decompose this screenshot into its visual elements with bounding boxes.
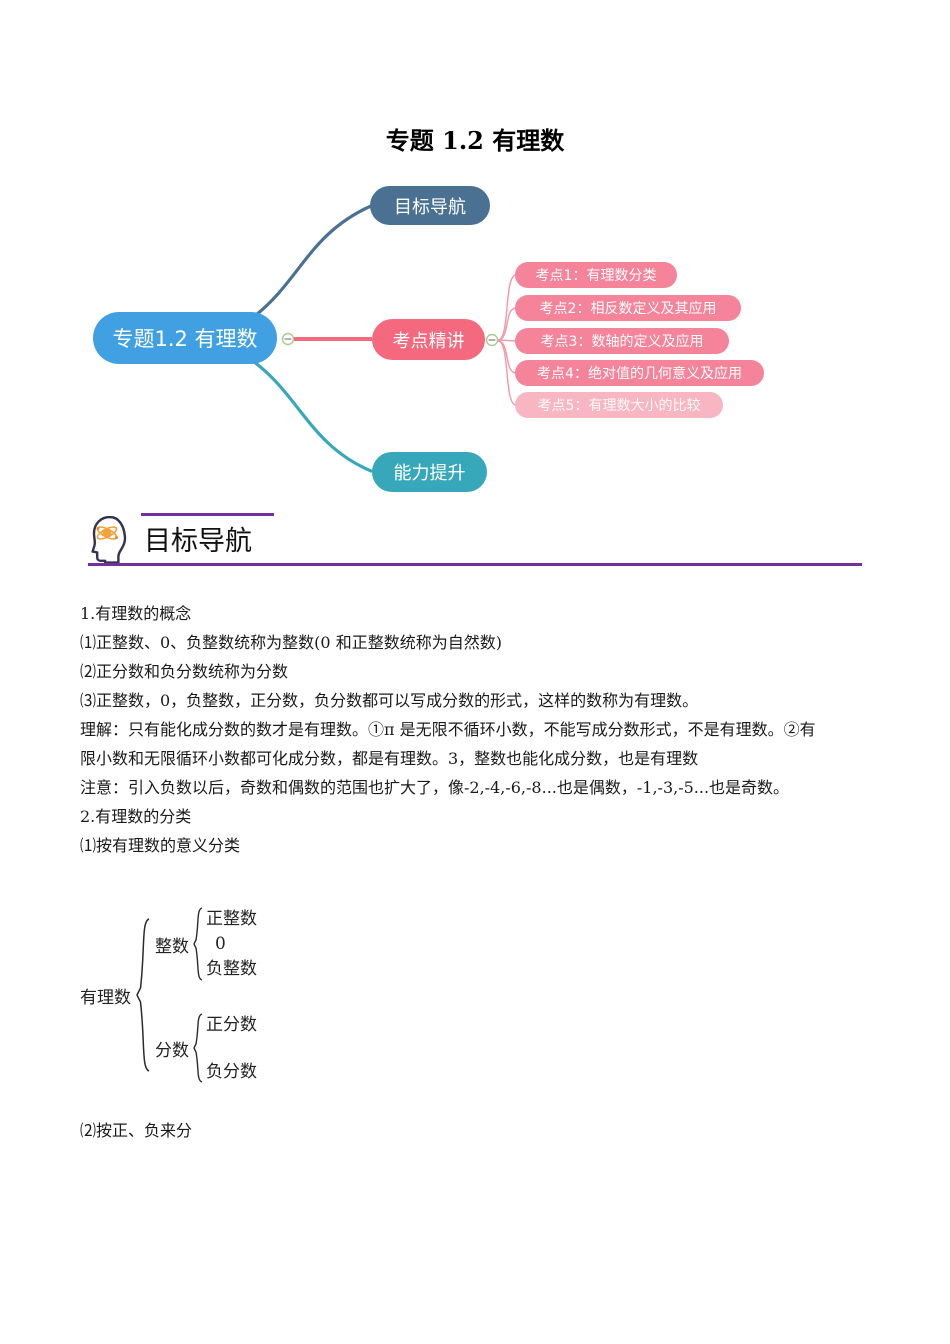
- text-line-classify-by-meaning: ⑴按有理数的意义分类: [80, 836, 241, 855]
- mindmap-node-keypoint-1: 考点1：有理数分类: [515, 262, 677, 288]
- text-line-integers: ⑴正整数、0、负整数统称为整数(0 和正整数统称为自然数): [80, 633, 502, 652]
- connector-ability: [248, 357, 373, 473]
- collapse-toggle-keypoints: [485, 333, 499, 347]
- text-line-understand-1: 理解：只有能化成分数的数才是有理数。①π 是无限不循环小数，不能写成分数形式，不…: [80, 720, 816, 739]
- atom-dot: [96, 527, 100, 530]
- tree-item-zero: 0: [215, 933, 226, 954]
- brace-large: [136, 918, 150, 1072]
- collapse-toggle-root: [281, 332, 295, 346]
- body-text: 1.有理数的概念 ⑴正整数、0、负整数统称为整数(0 和正整数统称为自然数) ⑵…: [80, 599, 880, 860]
- connector-keypoint-children: [497, 274, 517, 406]
- tree-group-fractions: 分数 正分数 负分数: [153, 1012, 257, 1084]
- tree-root-label: 有理数: [80, 987, 131, 1008]
- tree-group-integers: 整数 正整数 0 负整数: [153, 906, 257, 982]
- tree-item-negative-integer: 负整数: [206, 958, 257, 979]
- section-header-goal-navigation: 目标导航: [141, 513, 274, 558]
- mindmap-node-keypoints: 考点精讲: [372, 319, 485, 360]
- tree-items: 正整数 0 负整数: [206, 907, 257, 982]
- mindmap-node-keypoint-5: 考点5：有理数大小的比较: [515, 392, 723, 418]
- text-line-understand-2: 限小数和无限循环小数都可化成分数，都是有理数。3，整数也能化成分数，也是有理数: [80, 749, 699, 768]
- tree-group-label: 整数: [155, 936, 189, 957]
- mindmap-node-ability: 能力提升: [372, 452, 487, 492]
- mindmap-connectors: [248, 204, 517, 473]
- mindmap-node-keypoint-4: 考点4：绝对值的几何意义及应用: [515, 360, 764, 386]
- classification-tree: 有理数 整数 正整数 0 负整数 分数 正分数 负分数: [80, 906, 257, 1084]
- tree-item-positive-fraction: 正分数: [206, 1014, 257, 1035]
- connector-kp2: [497, 307, 517, 341]
- mindmap-node-goal: 目标导航: [370, 186, 490, 225]
- connector-kp3: [497, 339, 517, 342]
- brace-small: [193, 907, 203, 981]
- text-line-classify-heading: 2.有理数的分类: [80, 807, 192, 826]
- text-line-fractions: ⑵正分数和负分数统称为分数: [80, 662, 289, 681]
- connector-goal: [250, 204, 373, 320]
- tree-item-negative-fraction: 负分数: [206, 1061, 257, 1082]
- atom-core: [102, 528, 112, 538]
- mindmap-root-node: 专题1.2 有理数: [93, 312, 277, 364]
- tree-group-label: 分数: [155, 1040, 189, 1061]
- page-title: 专题 1.2 有理数: [385, 126, 565, 155]
- mindmap-node-keypoint-2: 考点2：相反数定义及其应用: [515, 295, 741, 321]
- head-outline: [91, 515, 127, 563]
- text-line-classify-by-sign: ⑵按正、负来分: [80, 1121, 193, 1140]
- brace-small: [193, 1013, 203, 1083]
- mindmap-node-keypoint-3: 考点3：数轴的定义及应用: [515, 328, 729, 354]
- text-line-note: 注意：引入负数以后，奇数和偶数的范围也扩大了，像-2,-4,-6,-8...也是…: [80, 778, 790, 797]
- mindmap-diagram: 专题1.2 有理数 目标导航 考点精讲 能力提升 考点1：有理数分类 考点2：相…: [0, 170, 950, 510]
- brain-head-icon: [91, 515, 127, 563]
- tree-items: 正分数 负分数: [206, 1013, 257, 1084]
- text-line-rational-def: ⑶正整数，0，负整数，正分数，负分数都可以写成分数的形式，这样的数称为有理数。: [80, 691, 699, 710]
- section-divider-line: [88, 563, 862, 566]
- connector-kp1: [497, 274, 517, 341]
- tree-groups: 整数 正整数 0 负整数 分数 正分数 负分数: [153, 906, 257, 1084]
- tree-item-positive-integer: 正整数: [206, 908, 257, 929]
- text-line-concept-heading: 1.有理数的概念: [80, 604, 192, 623]
- connector-kp5: [497, 340, 517, 406]
- atom-dot: [115, 536, 118, 539]
